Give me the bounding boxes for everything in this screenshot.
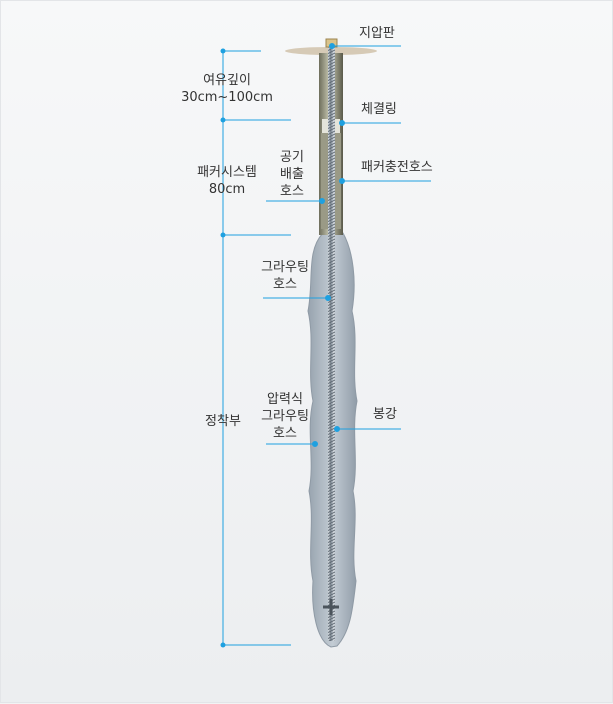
label-allowance-depth: 여유깊이 [203, 73, 251, 88]
label-pressure-grouting-hose: 압력식 그라우팅 호스 [261, 392, 309, 441]
bar-tip-spacer [323, 599, 339, 615]
label-anchorage: 정착부 [205, 414, 241, 429]
label-packer-system: 패커시스템 [197, 165, 257, 180]
label-packer-length: 80cm [208, 182, 246, 197]
label-grouting-hose: 그라우팅 호스 [261, 260, 309, 292]
label-steel-bar: 봉강 [373, 407, 397, 422]
label-packer-fill-hose: 패커충전호스 [361, 160, 433, 175]
label-coupler-ring: 체결링 [361, 102, 397, 117]
label-bearing-plate: 지압판 [359, 26, 395, 41]
label-air-vent-hose: 공기 배출 호스 [280, 150, 304, 199]
steel-bar [328, 41, 335, 641]
label-allowance-range: 30cm~100cm [181, 90, 273, 105]
